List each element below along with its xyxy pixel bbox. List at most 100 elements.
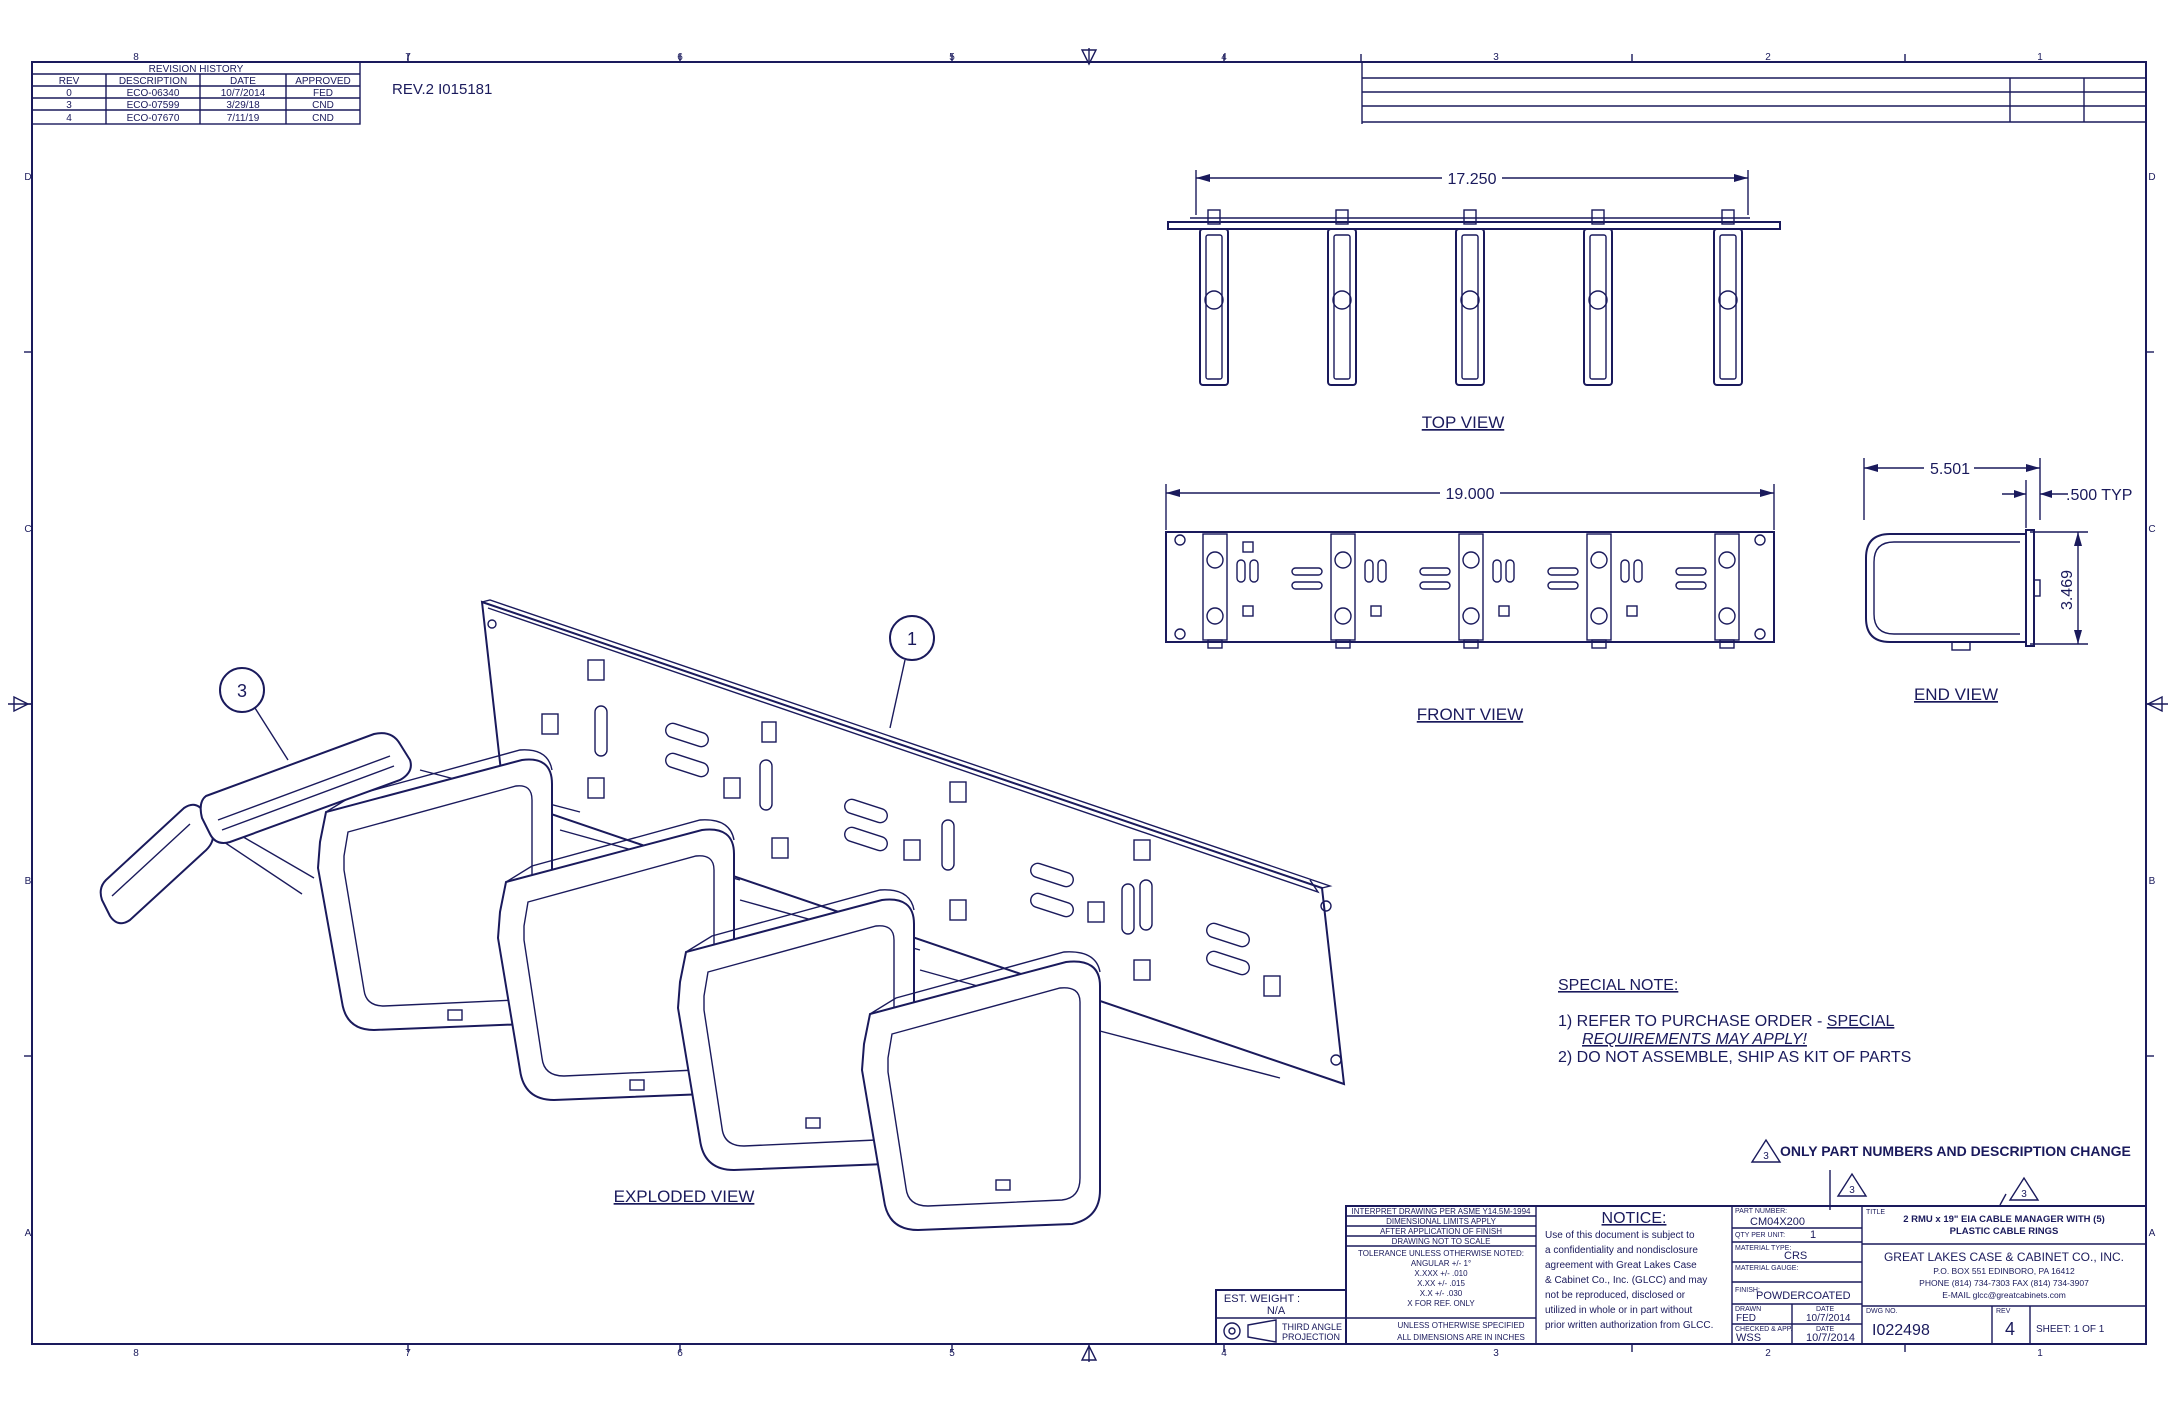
zone-col-3-top: 3 (1493, 52, 1499, 63)
rev-label: REV (1996, 1308, 2011, 1315)
revision-history-table: REVISION HISTORY REV DESCRIPTION DATE AP… (31, 61, 361, 125)
checked-date-value: 10/7/2014 (1806, 1332, 1855, 1344)
notice-line: not be reproduced, disclosed or (1545, 1290, 1686, 1301)
table-cell: ECO-07599 (127, 100, 180, 111)
exploded-panel (480, 599, 1346, 1086)
exploded-view: 1 3 EXPLODED VIEW (99, 599, 1346, 1232)
ring-top-3 (1455, 209, 1485, 386)
finish-note: AFTER APPLICATION OF FINISH (1380, 1227, 1502, 1236)
qty-label: QTY PER UNIT: (1735, 1232, 1785, 1239)
interpret-note: INTERPRET DRAWING PER ASME Y14.5M-1994 (1351, 1207, 1531, 1216)
dwg-no-label: DWG NO. (1866, 1308, 1898, 1315)
checked-label: CHECKED & APP. (1735, 1326, 1793, 1333)
zone-row-d-left: D (24, 172, 31, 183)
zone-row-a-left: A (25, 1228, 32, 1239)
end-view-typ-dimension: .500 TYP (2066, 487, 2132, 504)
change-note-text: ONLY PART NUMBERS AND DESCRIPTION CHANGE (1780, 1143, 2131, 1159)
balloon-item-3: 3 (219, 667, 289, 761)
ring-top-1 (1199, 209, 1229, 386)
rev-col-header: REV (59, 76, 80, 87)
zone-col-2-top: 2 (1765, 52, 1771, 63)
table-cell: FED (313, 88, 333, 99)
zone-row-c-right: C (2148, 524, 2155, 535)
company-phone: PHONE (814) 734-7303 FAX (814) 734-3907 (1919, 1278, 2089, 1288)
end-view-height-dimension: 3.469 (2059, 570, 2076, 610)
zone-col-1-top: 1 (2037, 52, 2043, 63)
end-view-label: END VIEW (1914, 685, 1998, 704)
ring-front-4 (1586, 533, 1612, 649)
notice-line: Use of this document is subject to (1545, 1230, 1695, 1241)
special-note-title: SPECIAL NOTE: (1558, 977, 1678, 994)
zone-col-7-bottom: 7 (405, 1348, 411, 1359)
balloon-1-label: 1 (907, 629, 917, 649)
est-weight-value: N/A (1267, 1305, 1286, 1317)
change-note: 3 ONLY PART NUMBERS AND DESCRIPTION CHAN… (1750, 1138, 2131, 1210)
ring-front-1 (1202, 533, 1228, 649)
table-cell: 7/11/19 (227, 113, 260, 124)
drawn-label: DRAWN (1735, 1306, 1761, 1313)
revision-strip-right (1361, 62, 2146, 124)
checked-by-value: WSS (1736, 1332, 1761, 1344)
revision-delta-a: 3 (1849, 1185, 1855, 1196)
front-view-label: FRONT VIEW (1417, 705, 1523, 724)
drawing-title-line-1: 2 RMU x 19" EIA CABLE MANAGER WITH (5) (1903, 1214, 2105, 1225)
zone-col-4-bottom: 4 (1221, 1348, 1227, 1359)
drawing-border (8, 48, 2168, 1362)
checked-date-label: DATE (1816, 1326, 1834, 1333)
zone-row-c-left: C (24, 524, 31, 535)
projection-label-2: PROJECTION (1282, 1332, 1340, 1342)
material-type-label: MATERIAL TYPE: (1735, 1245, 1791, 1252)
zone-labels: 8 7 6 5 4 3 2 1 8 7 6 5 4 3 2 1 D C B A … (24, 52, 2155, 1359)
drawing-title-line-2: PLASTIC CABLE RINGS (1950, 1226, 2059, 1237)
zone-row-d-right: D (2148, 172, 2155, 183)
table-cell: CND (312, 100, 334, 111)
ring-front-3 (1458, 533, 1484, 649)
end-view: 5.501 .500 TYP 3.469 END VIEW (1863, 458, 2132, 704)
not-to-scale-note: DRAWING NOT TO SCALE (1392, 1237, 1491, 1246)
company-email: E-MAIL glcc@greatcabinets.com (1942, 1290, 2066, 1300)
part-number-value: CM04X200 (1750, 1216, 1805, 1228)
material-gauge-label: MATERIAL GAUGE: (1735, 1265, 1798, 1272)
tolerance-1-place: X.X +/- .030 (1420, 1289, 1463, 1298)
ring-front-5 (1714, 533, 1740, 649)
zone-col-1-bottom: 1 (2037, 1348, 2043, 1359)
ring-top-5 (1713, 209, 1743, 386)
table-cell: ECO-06340 (127, 88, 180, 99)
notice-line: a confidentiality and nondisclosure (1545, 1245, 1698, 1256)
zone-row-b-right: B (2149, 876, 2156, 887)
material-type-value: CRS (1784, 1250, 1807, 1262)
special-note-line-1: 1) REFER TO PURCHASE ORDER - SPECIAL (1558, 1013, 1894, 1030)
title-label: TITLE (1866, 1209, 1885, 1216)
est-weight-label: EST. WEIGHT : (1224, 1293, 1300, 1305)
balloon-item-1: 1 (889, 615, 935, 729)
notice-title: NOTICE: (1602, 1210, 1667, 1227)
approved-col-header: APPROVED (295, 76, 351, 87)
zone-col-2-bottom: 2 (1765, 1348, 1771, 1359)
tolerance-2-place: X.XX +/- .015 (1417, 1279, 1465, 1288)
table-cell: 10/7/2014 (221, 88, 266, 99)
finish-label: FINISH: (1735, 1287, 1760, 1294)
zone-col-3-bottom: 3 (1493, 1348, 1499, 1359)
exploded-clip-2 (199, 732, 412, 844)
zone-col-4-top: 4 (1221, 52, 1227, 63)
front-view-width-dimension: 19.000 (1446, 486, 1495, 503)
ring-front-2 (1330, 533, 1356, 649)
top-view-width-dimension: 17.250 (1448, 171, 1497, 188)
top-view: 17.250 (1167, 169, 1781, 432)
title-block: INTERPRET DRAWING PER ASME Y14.5M-1994 D… (1215, 1205, 2147, 1345)
finish-value: POWDERCOATED (1756, 1290, 1851, 1302)
tolerance-note: TOLERANCE UNLESS OTHERWISE NOTED: (1358, 1249, 1524, 1258)
company-address: P.O. BOX 551 EDINBORO, PA 16412 (1933, 1266, 2075, 1276)
qty-value: 1 (1810, 1229, 1816, 1241)
rev-value: 4 (2005, 1319, 2015, 1339)
change-note-delta: 3 (1763, 1151, 1769, 1162)
special-note: SPECIAL NOTE: 1) REFER TO PURCHASE ORDER… (1558, 977, 1911, 1066)
notice-line: utilized in whole or in part without (1545, 1305, 1693, 1316)
special-note-line-1-cont: REQUIREMENTS MAY APPLY! (1582, 1031, 1808, 1048)
front-view-slots (1236, 541, 1707, 617)
zone-row-b-left: B (25, 876, 32, 887)
zone-col-7-top: 7 (405, 52, 411, 63)
drawn-date-label: DATE (1816, 1306, 1834, 1313)
notice-line: & Cabinet Co., Inc. (GLCC) and may (1545, 1275, 1707, 1286)
reference-note: X FOR REF. ONLY (1407, 1299, 1475, 1308)
